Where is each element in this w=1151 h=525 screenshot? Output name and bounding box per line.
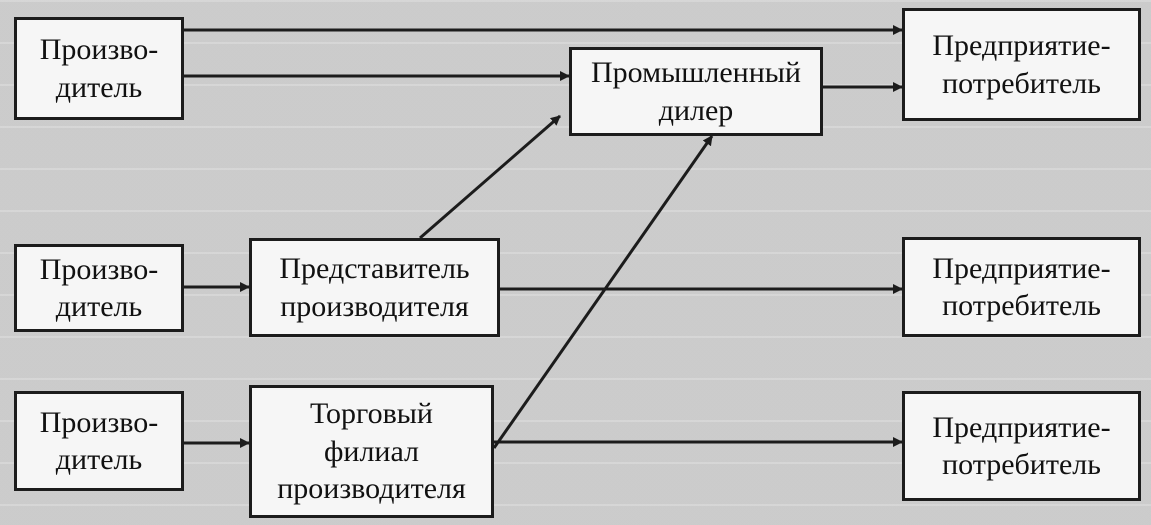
consumer-box-2: Предприятие- потребитель [902, 237, 1141, 337]
consumer-box-1-label: Предприятие- потребитель [932, 29, 1111, 100]
arrow-branch-to-dealer [492, 135, 714, 449]
consumer-box-3-label: Предприятие- потребитель [932, 410, 1111, 482]
consumer-box-3: Предприятие- потребитель [902, 391, 1141, 501]
arrow-rep-to-dealer [419, 114, 561, 240]
manufacturer-representative-box: Представитель производителя [249, 238, 500, 337]
producer-box-3: Произво- дитель [14, 391, 184, 491]
producer-box-2-label: Произво- дитель [39, 252, 159, 324]
producer-box-2: Произво- дитель [14, 244, 184, 332]
manufacturer-representative-box-label: Представитель производителя [279, 252, 470, 323]
producer-box-1: Произво- дитель [14, 17, 184, 120]
producer-box-1-label: Произво- дитель [39, 33, 159, 104]
sales-branch-box-label: Торговый филиал производителя [277, 397, 466, 506]
sales-branch-box: Торговый филиал производителя [249, 385, 494, 518]
industrial-dealer-box: Промышленный дилер [569, 47, 823, 136]
consumer-box-2-label: Предприятие- потребитель [932, 251, 1111, 323]
consumer-box-1: Предприятие- потребитель [902, 8, 1141, 121]
industrial-dealer-box-label: Промышленный дилер [591, 56, 801, 127]
producer-box-3-label: Произво- дитель [39, 405, 159, 477]
